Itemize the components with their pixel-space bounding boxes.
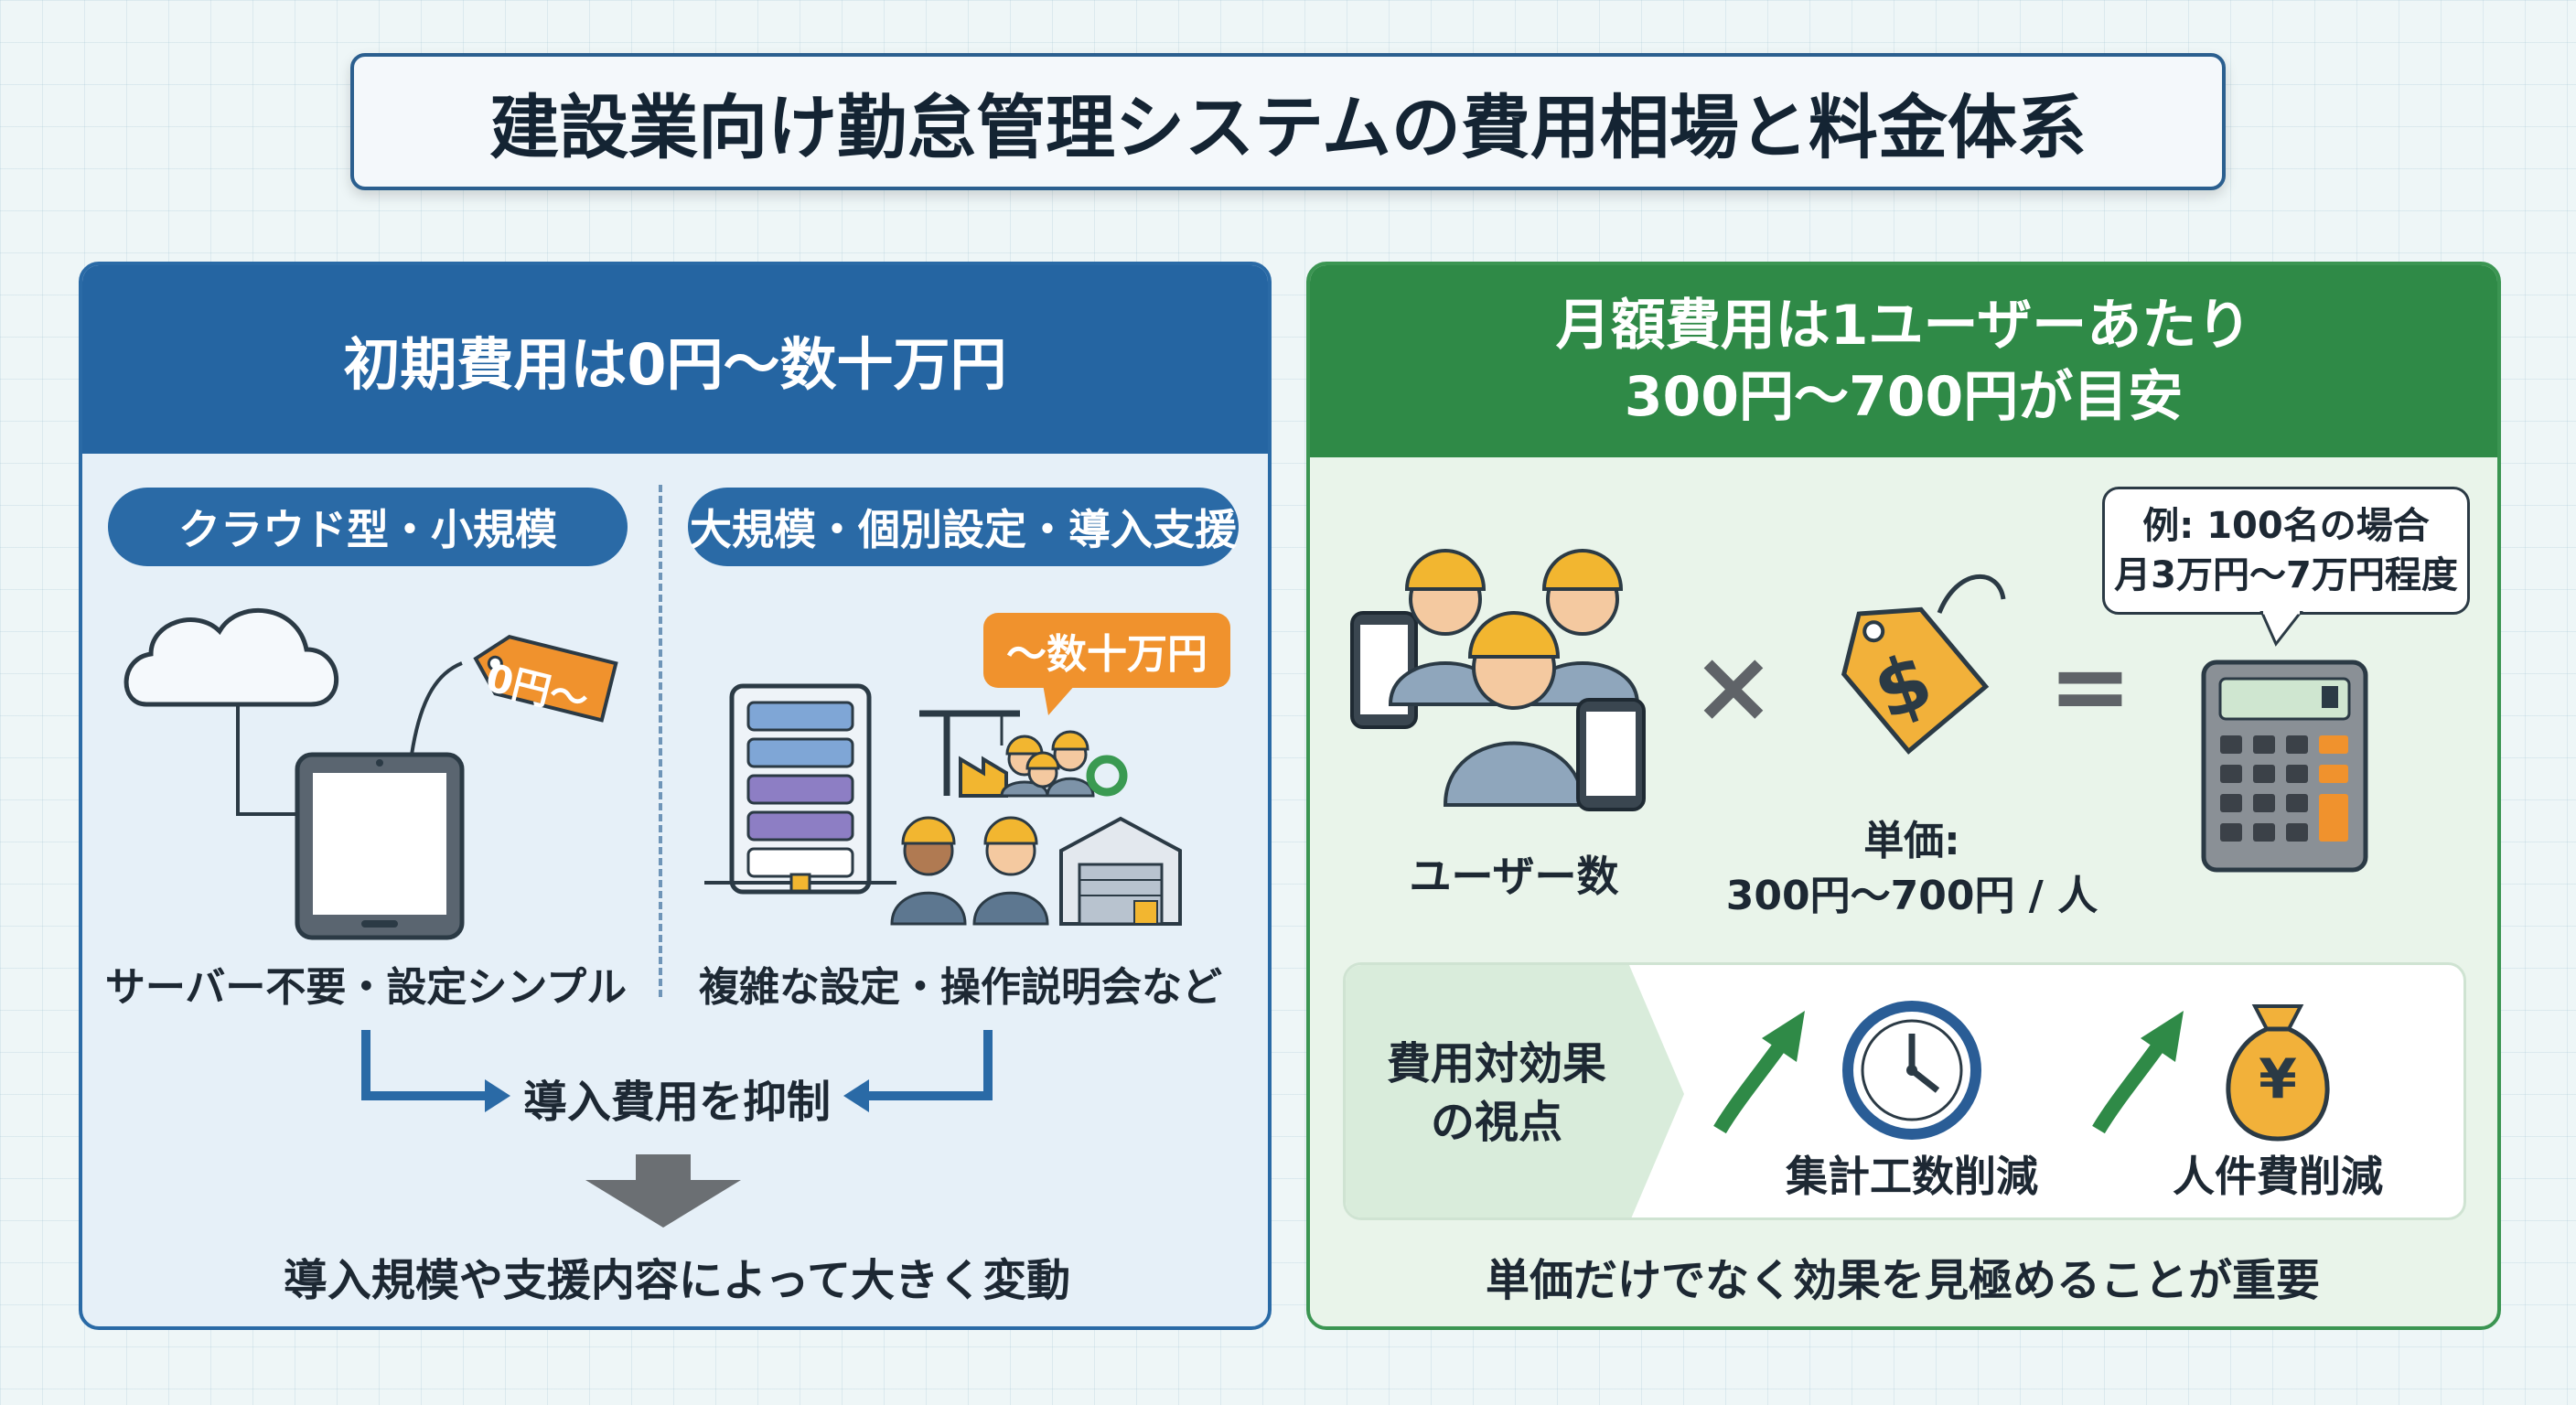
- effect-title-line2: の視点: [1430, 1097, 1562, 1148]
- crane-icon: [919, 710, 1020, 798]
- warehouse-icon: [1059, 816, 1182, 926]
- cloud-icon: [123, 608, 338, 707]
- example-speech-box: 例: 100名の場合 月3万円〜7万円程度: [2102, 487, 2470, 615]
- merge-arrows: [361, 1030, 993, 1112]
- right-bottom-note: 単価だけでなく効果を見極めることが重要: [1485, 1255, 2320, 1306]
- left-bottom-note: 導入規模や支援内容によって大きく変動: [283, 1255, 1071, 1306]
- dollar-tag-icon: [1841, 574, 2006, 755]
- merge-label: 導入費用を抑制: [522, 1077, 831, 1128]
- effect-labor-hours: 集計工数削減: [1786, 1152, 2038, 1201]
- page-title: 建設業向け勤怠管理システムの費用相場と料金体系: [350, 53, 2226, 190]
- example-line1: 例: 100名の場合: [2142, 505, 2430, 547]
- panel-divider: [659, 485, 662, 997]
- calculator-icon: [2201, 660, 2368, 873]
- yen-symbol: ¥: [2259, 1047, 2297, 1111]
- example-line2: 月3万円〜7万円程度: [2114, 554, 2458, 596]
- large-scale-illustration: [704, 683, 1182, 926]
- large-caption: 複雑な設定・操作説明会など: [699, 964, 1222, 1011]
- multiply-symbol: ×: [1690, 627, 1776, 745]
- effect-personnel-cost: 人件費削減: [2173, 1152, 2383, 1201]
- money-bag-icon: [2226, 1004, 2330, 1142]
- price-tag-icon: [473, 635, 618, 723]
- up-arrow-icon: [2092, 1011, 2184, 1134]
- speech-tail: [2259, 611, 2303, 647]
- workers-icon: [890, 730, 1128, 926]
- equals-symbol: =: [2047, 627, 2133, 745]
- speech-tail: [1043, 684, 1076, 715]
- cost-speech-bubble: 〜数十万円: [983, 613, 1230, 688]
- up-arrow-icon: [1713, 1011, 1805, 1134]
- effect-title-chevron: [1346, 965, 1684, 1217]
- effect-title-line1: 費用対効果: [1386, 1038, 1606, 1089]
- users-label: ユーザー数: [1409, 852, 1619, 901]
- monthly-header-line2: 300円〜700円が目安: [1624, 365, 2184, 429]
- smartphone-icon: [1350, 611, 1418, 729]
- monthly-cost-header: 月額費用は1ユーザーあたり 300円〜700円が目安: [1310, 265, 2497, 457]
- unit-price-label: 単価:: [1863, 818, 1960, 864]
- smartphone-icon: [1576, 698, 1646, 811]
- cloud-tablet-illustration: [123, 608, 618, 940]
- tablet-icon: [295, 752, 465, 940]
- clock-icon: [1842, 1001, 1981, 1140]
- server-icon: [704, 683, 896, 895]
- monthly-header-line1: 月額費用は1ユーザーあたり: [1555, 294, 2252, 358]
- effect-title: 費用対効果 の視点: [1346, 1020, 1648, 1166]
- cloud-small-pill: クラウド型・小規模: [108, 488, 628, 566]
- unit-price-range: 300円〜700円 / 人: [1725, 873, 2098, 919]
- down-arrow-icon: [585, 1154, 741, 1228]
- large-support-pill: 大規模・個別設定・導入支援: [688, 488, 1239, 566]
- users-illustration: [1350, 549, 1646, 811]
- cloud-caption: サーバー不要・設定シンプル: [104, 964, 628, 1011]
- initial-cost-header: 初期費用は0円〜数十万円: [82, 265, 1268, 454]
